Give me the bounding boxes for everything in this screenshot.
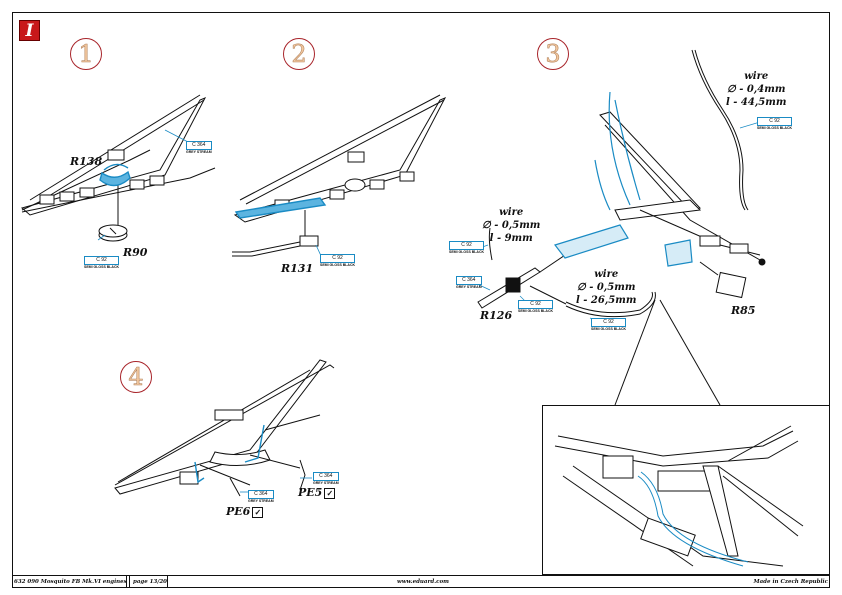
pe6-text: PE6	[226, 505, 251, 518]
paint-code: C 92	[518, 300, 554, 309]
wire-spec-1: wire ∅ - 0,4mm l - 44,5mm	[726, 70, 786, 109]
step-2-blue-highlights	[234, 197, 327, 259]
step-4-blue-highlights	[194, 424, 312, 493]
wire-diameter: ∅ - 0,4mm	[727, 84, 786, 95]
footer-divider	[129, 576, 130, 588]
paint-code: C 364	[186, 141, 212, 150]
paint-name: SEMI GLOSS BLACK	[84, 265, 120, 269]
paint-name: SEMI GLOSS BLACK	[757, 126, 793, 130]
paint-name: SEMI GLOSS BLACK	[320, 263, 356, 267]
footer-page-number: page 13/20	[133, 579, 167, 585]
part-label-r85: R85	[731, 304, 756, 317]
footer-product: 632 090 Mosquito FB Mk.VI engines	[14, 579, 127, 585]
wire-label: wire	[499, 207, 524, 218]
footer-made-in: Made in Czech Republic	[753, 579, 828, 585]
detail-inset	[542, 405, 830, 575]
paint-name: GREY STREAM	[248, 499, 274, 503]
part-label-r126: R126	[480, 309, 513, 322]
pe6-check-icon: ✓	[252, 506, 264, 518]
part-label-pe6: PE6✓	[226, 505, 264, 518]
paint-name: SEMI GLOSS BLACK	[591, 327, 627, 331]
step-4-drawing	[114, 359, 335, 497]
paint-code: C 92	[757, 117, 793, 126]
paint-code: C 364	[313, 472, 339, 481]
wire-diameter: ∅ - 0,5mm	[577, 282, 636, 293]
section-badge: I	[19, 20, 40, 41]
footer-website: www.eduard.com	[397, 579, 449, 585]
footer-divider	[126, 576, 127, 588]
wire-diameter: ∅ - 0,5mm	[482, 220, 541, 231]
page-footer: 632 090 Mosquito FB Mk.VI engines page 1…	[12, 575, 830, 589]
wire-length: l - 26,5mm	[576, 295, 637, 306]
paint-code: C 364	[248, 490, 274, 499]
wire-length: l - 44,5mm	[726, 97, 787, 108]
paint-code: C 92	[84, 256, 120, 265]
paint-code: C 92	[591, 318, 627, 327]
step-2-number: 2	[283, 38, 315, 70]
step-3-blue-highlights	[473, 91, 761, 323]
paint-name: SEMI GLOSS BLACK	[518, 309, 554, 313]
paint-code: C 364	[456, 276, 482, 285]
footer-divider	[167, 576, 168, 588]
step-1-drawing	[20, 94, 216, 242]
detail-drawing	[554, 425, 804, 567]
part-label-r131: R131	[281, 262, 314, 275]
part-label-pe5: PE5✓	[298, 486, 336, 499]
wire-label: wire	[744, 71, 769, 82]
step-1-blue-highlights	[97, 129, 191, 241]
part-label-r90: R90	[123, 246, 148, 259]
paint-name: GREY STREAM	[456, 285, 482, 289]
step-2-drawing	[232, 94, 447, 257]
paint-code: C 92	[320, 254, 356, 263]
step-1-number: 1	[70, 38, 102, 70]
paint-code: C 92	[449, 241, 485, 250]
step-3-number: 3	[537, 38, 569, 70]
step-4-number: 4	[120, 361, 152, 393]
wire-spec-3: wire ∅ - 0,5mm l - 26,5mm	[576, 268, 636, 307]
paint-name: GREY STREAM	[186, 150, 212, 154]
paint-name: SEMI GLOSS BLACK	[449, 250, 485, 254]
wire-length: l - 9mm	[489, 233, 533, 244]
paint-name: GREY STREAM	[313, 481, 339, 485]
pe5-check-icon: ✓	[324, 487, 336, 499]
page-frame	[12, 12, 830, 588]
wire-spec-2: wire ∅ - 0,5mm l - 9mm	[482, 206, 540, 245]
wire-label: wire	[594, 269, 619, 280]
part-label-r138: R138	[70, 155, 103, 168]
pe5-text: PE5	[298, 486, 323, 499]
